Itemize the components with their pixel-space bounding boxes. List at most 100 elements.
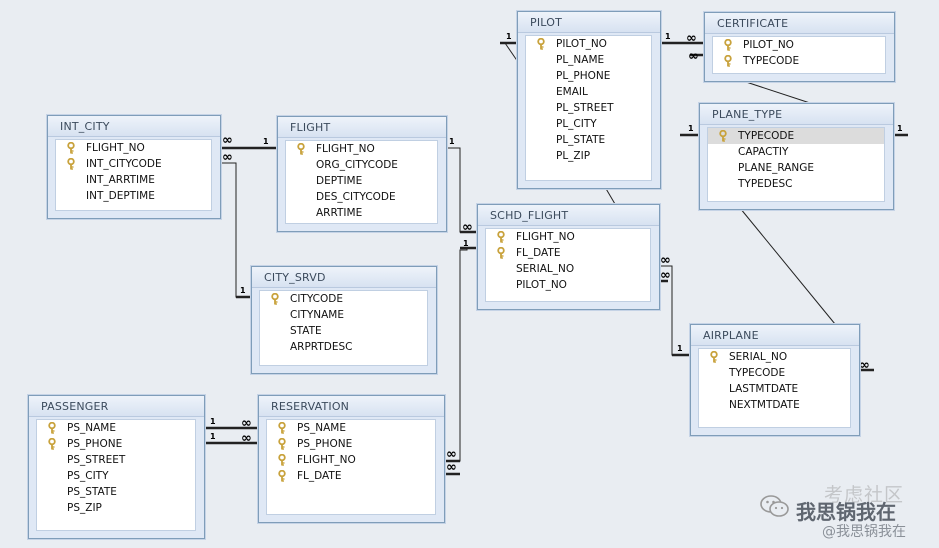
field-row[interactable]: CAPACTIY: [708, 144, 884, 160]
field-name: TYPECODE: [743, 55, 800, 67]
field-name: SERIAL_NO: [516, 263, 575, 275]
many-marker: ∞: [241, 416, 252, 431]
field-row[interactable]: EMAIL: [526, 84, 651, 100]
field-row[interactable]: SERIAL_NO: [699, 349, 850, 365]
key-icon: [270, 292, 280, 305]
field-row[interactable]: FLIGHT_NO: [56, 140, 211, 156]
field-name: LASTMTDATE: [729, 383, 799, 395]
field-row[interactable]: FLIGHT_NO: [267, 452, 435, 468]
field-row[interactable]: TYPECODE: [713, 53, 885, 69]
one-marker: 1: [210, 417, 216, 426]
field-row[interactable]: PL_CITY: [526, 116, 651, 132]
field-row[interactable]: FL_DATE: [486, 245, 650, 261]
field-row[interactable]: INT_ARRTIME: [56, 172, 211, 188]
table-title: AIRPLANE: [691, 325, 859, 346]
field-row[interactable]: INT_CITYCODE: [56, 156, 211, 172]
field-row[interactable]: FLIGHT_NO: [486, 229, 650, 245]
field-row[interactable]: ARPRTDESC: [260, 339, 427, 355]
field-row[interactable]: TYPECODE: [708, 128, 884, 144]
field-row[interactable]: PILOT_NO: [486, 277, 650, 293]
field-list: CITYCODE CITYNAME STATE ARPRTDESC: [259, 290, 428, 366]
one-marker: 1: [210, 432, 216, 441]
table-flight[interactable]: FLIGHT FLIGHT_NO ORG_CITYCODE DEPTIME DE…: [277, 116, 447, 232]
field-list: SERIAL_NO TYPECODE LASTMTDATE NEXTMTDATE: [698, 348, 851, 428]
field-row[interactable]: PLANE_RANGE: [708, 160, 884, 176]
field-row[interactable]: FLIGHT_NO: [286, 141, 437, 157]
many-marker: ∞: [660, 268, 671, 283]
wechat-icon: [760, 495, 789, 517]
table-airplane[interactable]: AIRPLANE SERIAL_NO TYPECODE LASTMTDATE N…: [690, 324, 860, 436]
field-name: PILOT_NO: [556, 38, 607, 50]
field-name: PL_ZIP: [556, 150, 591, 162]
field-name: INT_CITYCODE: [86, 158, 162, 170]
field-row[interactable]: PS_ZIP: [37, 500, 195, 516]
table-plane-type[interactable]: PLANE_TYPE TYPECODE CAPACTIY PLANE_RANGE…: [699, 103, 894, 210]
field-row[interactable]: ORG_CITYCODE: [286, 157, 437, 173]
field-row[interactable]: DEPTIME: [286, 173, 437, 189]
field-row[interactable]: FL_DATE: [267, 468, 435, 484]
table-int-city[interactable]: INT_CITY FLIGHT_NO INT_CITYCODE INT_ARRT…: [47, 115, 221, 219]
field-name: PL_STREET: [556, 102, 614, 114]
watermark-line1: 考虑社区: [824, 484, 905, 506]
field-row[interactable]: PS_STREET: [37, 452, 195, 468]
field-name: INT_ARRTIME: [86, 174, 155, 186]
table-passenger[interactable]: PASSENGER PS_NAME PS_PHONE PS_STREET PS_…: [28, 395, 205, 539]
table-reservation[interactable]: RESERVATION PS_NAME PS_PHONE FLIGHT_NO F…: [258, 395, 445, 523]
key-icon: [709, 350, 719, 363]
field-name: DES_CITYCODE: [316, 191, 396, 203]
field-row[interactable]: STATE: [260, 323, 427, 339]
field-row[interactable]: PS_PHONE: [267, 436, 435, 452]
key-icon: [277, 437, 287, 450]
field-name: PS_PHONE: [67, 438, 123, 450]
field-row[interactable]: CITYCODE: [260, 291, 427, 307]
field-row[interactable]: CITYNAME: [260, 307, 427, 323]
field-name: DEPTIME: [316, 175, 363, 187]
field-name: INT_DEPTIME: [86, 190, 155, 202]
many-marker: ∞: [859, 358, 870, 373]
field-name: ORG_CITYCODE: [316, 159, 398, 171]
field-row[interactable]: PL_ZIP: [526, 148, 651, 164]
table-city-srvd[interactable]: CITY_SRVD CITYCODE CITYNAME STATE ARPRTD…: [251, 266, 437, 374]
field-row[interactable]: PS_NAME: [37, 420, 195, 436]
field-row[interactable]: NEXTMTDATE: [699, 397, 850, 413]
field-row[interactable]: PL_STREET: [526, 100, 651, 116]
key-icon: [277, 453, 287, 466]
field-row[interactable]: TYPECODE: [699, 365, 850, 381]
table-title: RESERVATION: [259, 396, 444, 417]
field-row[interactable]: PS_STATE: [37, 484, 195, 500]
many-marker: ∞: [688, 49, 699, 64]
table-certificate[interactable]: CERTIFICATE PILOT_NO TYPECODE: [704, 12, 895, 82]
field-name: STATE: [290, 325, 322, 337]
one-marker: 1: [263, 137, 269, 146]
key-icon: [496, 246, 506, 259]
field-row[interactable]: PL_NAME: [526, 52, 651, 68]
field-row[interactable]: LASTMTDATE: [699, 381, 850, 397]
field-row[interactable]: ARRTIME: [286, 205, 437, 221]
field-name: TYPECODE: [729, 367, 786, 379]
relationship-pilot-diag: [504, 42, 519, 63]
field-name: PILOT_NO: [743, 39, 794, 51]
field-row[interactable]: SERIAL_NO: [486, 261, 650, 277]
field-name: PS_STATE: [67, 486, 117, 498]
table-schd-flight[interactable]: SCHD_FLIGHT FLIGHT_NO FL_DATE SERIAL_NO …: [477, 204, 660, 310]
field-row[interactable]: PS_PHONE: [37, 436, 195, 452]
one-marker: 1: [677, 344, 683, 353]
field-list: FLIGHT_NO ORG_CITYCODE DEPTIME DES_CITYC…: [285, 140, 438, 224]
field-row[interactable]: PILOT_NO: [526, 36, 651, 52]
field-row[interactable]: PL_PHONE: [526, 68, 651, 84]
field-row[interactable]: PL_STATE: [526, 132, 651, 148]
field-name: TYPEDESC: [738, 178, 793, 190]
table-title: FLIGHT: [278, 117, 446, 138]
field-row[interactable]: INT_DEPTIME: [56, 188, 211, 204]
field-row[interactable]: PS_NAME: [267, 420, 435, 436]
key-icon: [536, 37, 546, 50]
field-row[interactable]: TYPEDESC: [708, 176, 884, 192]
field-row[interactable]: PS_CITY: [37, 468, 195, 484]
table-pilot[interactable]: PILOT PILOT_NO PL_NAME PL_PHONE EMAIL PL…: [517, 11, 661, 189]
table-title: SCHD_FLIGHT: [478, 205, 659, 226]
field-row[interactable]: PILOT_NO: [713, 37, 885, 53]
field-name: PL_CITY: [556, 118, 597, 130]
field-row[interactable]: DES_CITYCODE: [286, 189, 437, 205]
relationship-pilot-schdflight: [604, 186, 616, 205]
